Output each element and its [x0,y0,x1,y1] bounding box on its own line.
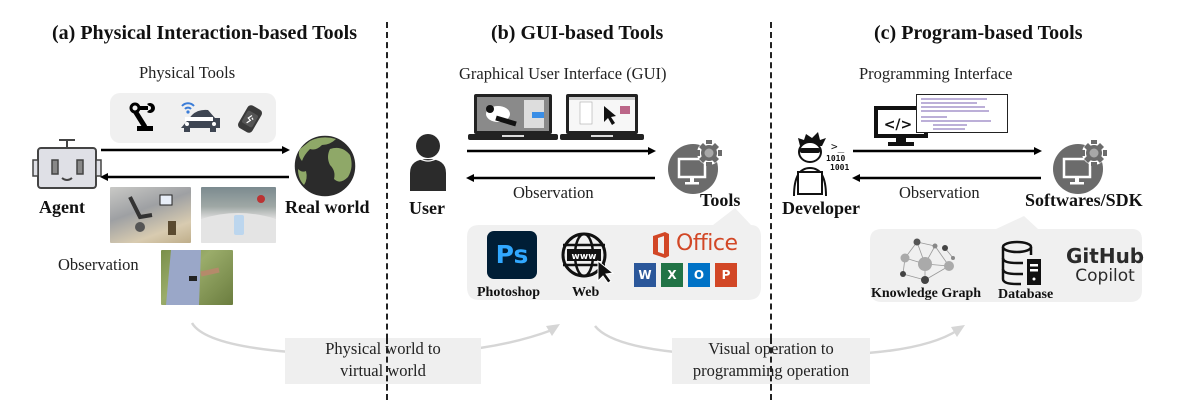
binary-line-2: 1001 [830,163,850,172]
database-label: Database [998,287,1054,302]
knowledge-graph-label: Knowledge Graph [871,286,982,301]
user-person-icon [410,134,446,191]
gui-subtitle: Graphical User Interface (GUI) [459,64,667,83]
action-arrow-right [101,146,290,154]
agent-label: Agent [39,197,85,217]
program-observation-arrow-left [852,174,1041,182]
laptop-photoshop-screen-icon [468,94,558,140]
program-observation-label: Observation [899,183,980,202]
tools-label: Tools [700,190,741,210]
database-icon [1001,240,1041,286]
gui-apps-callout-panel [467,208,761,300]
transition-1-line2: virtual world [340,361,426,380]
section-title-program: (c) Program-based Tools [874,22,1083,44]
github-copilot-logo: GitHub Copilot [1066,246,1144,286]
photoshop-icon: Ps [487,231,537,279]
real-world-label: Real world [285,197,370,217]
gui-action-arrow-right [467,147,656,155]
autonomous-car-photo [201,187,276,243]
web-label: Web [572,285,600,300]
transition-curve-1-left [190,322,291,354]
transition-arrowhead-2 [951,325,965,337]
office-logo-icon [653,232,669,258]
laptop-web-screen-icon [560,94,644,140]
transition-curve-2-left [594,325,676,354]
user-label: User [409,198,445,218]
program-apps-callout-panel [870,216,1142,302]
section-divider-right [770,22,772,400]
office-label: Office [676,231,738,256]
transition-box-physical-to-virtual: Physical world to virtual world [285,338,481,384]
web-globe-icon: www [561,232,615,284]
code-glyph-text: </> [884,117,913,133]
outlook-icon: O [688,263,710,287]
agent-robot-icon [32,139,102,189]
transition-curve-1-right [479,328,553,350]
section-title-gui: (b) GUI-based Tools [491,22,664,44]
robot-arm-lab-photo [110,187,191,243]
transition-1-line1: Physical world to [325,339,441,358]
connected-car-icon [181,102,220,132]
program-subtitle: Programming Interface [859,64,1013,83]
excel-icon: X [661,263,683,287]
binary-line-1: 1010 [826,154,846,163]
copilot-text: Copilot [1075,266,1135,286]
gui-observation-arrow-left [466,174,655,182]
terminal-prompt-glyph: >_ [831,140,845,153]
gui-observation-label: Observation [513,183,594,202]
sdk-label: Softwares/SDK [1025,190,1143,210]
smartwatch-icon [238,105,262,133]
code-snippet-panel [916,94,1008,133]
observation-arrow-left [100,173,289,181]
office-apps-row: W X O P [634,263,737,287]
section-title-physical: (a) Physical Interaction-based Tools [52,22,358,44]
photoshop-label: Photoshop [477,285,541,300]
robot-arm-icon [129,102,155,131]
physical-observation-label: Observation [58,255,139,274]
physical-tools-subtitle: Physical Tools [139,63,236,82]
section-divider-right-overlay [770,338,772,400]
developer-label: Developer [782,198,860,218]
developer-icon [793,132,827,197]
program-action-arrow-right [853,147,1042,155]
word-icon: W [634,263,656,287]
sdk-monitor-gear-icon [1053,140,1107,194]
web-www-text: www [572,252,597,262]
github-text: GitHub [1066,244,1145,268]
knowledge-graph-icon [900,238,955,284]
runner-smartwatch-photo [161,250,233,305]
powerpoint-icon: P [715,263,737,287]
transition-arrowhead-1 [546,324,560,336]
earth-globe-icon [293,134,357,198]
section-divider-left-overlay [386,338,388,400]
transition-curve-2-right [867,328,959,355]
section-divider-left [386,22,388,400]
tools-monitor-gear-icon [668,140,722,194]
